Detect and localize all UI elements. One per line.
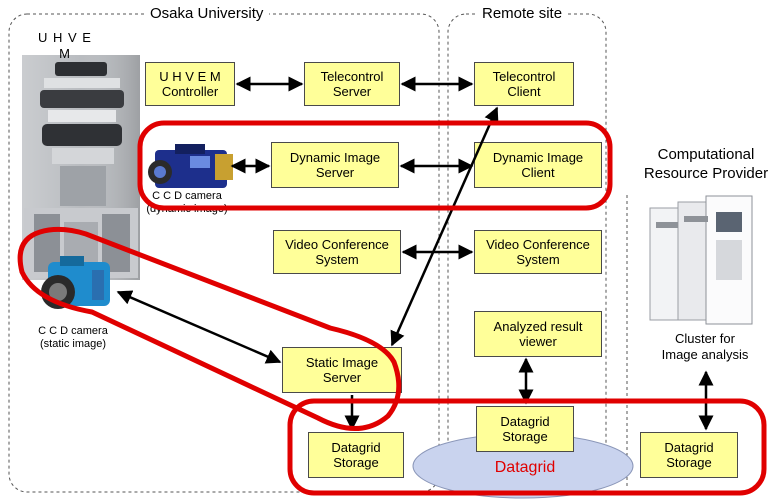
datagrid-storage-osaka-box: Datagrid Storage bbox=[308, 432, 404, 478]
highlight-datagrid bbox=[287, 398, 767, 496]
ccd-static-caption: C C D camera (static image) bbox=[38, 325, 108, 350]
datagrid-storage-provider-box: Datagrid Storage bbox=[640, 432, 738, 478]
video-conference-osaka-box: Video Conference System bbox=[273, 230, 401, 274]
highlight-dynamic-image bbox=[137, 120, 613, 211]
datagrid-label: Datagrid bbox=[494, 459, 556, 476]
telecontrol-server-box: Telecontrol Server bbox=[304, 62, 400, 106]
cluster-caption: Cluster for Image analysis bbox=[661, 331, 749, 362]
cluster-computers-icon bbox=[649, 195, 753, 325]
ccd-dynamic-camera-icon bbox=[148, 144, 233, 188]
arrow-static-server-telecontrol-client bbox=[390, 106, 499, 347]
highlight-static-image bbox=[17, 226, 402, 431]
arrow-static-camera-server bbox=[116, 290, 282, 364]
uhvem-label: U H V E M bbox=[38, 30, 92, 61]
datagrid-storage-remote-box: Datagrid Storage bbox=[476, 406, 574, 452]
uhvem-controller-box: U H V E M Controller bbox=[145, 62, 235, 106]
dynamic-image-server-box: Dynamic Image Server bbox=[271, 142, 399, 188]
remote-site-title: Remote site bbox=[476, 5, 569, 23]
static-image-server-box: Static Image Server bbox=[282, 347, 402, 393]
telecontrol-client-box: Telecontrol Client bbox=[474, 62, 574, 106]
osaka-university-title: Osaka University bbox=[144, 5, 270, 23]
provider-label: Computational Resource Provider bbox=[643, 146, 769, 182]
